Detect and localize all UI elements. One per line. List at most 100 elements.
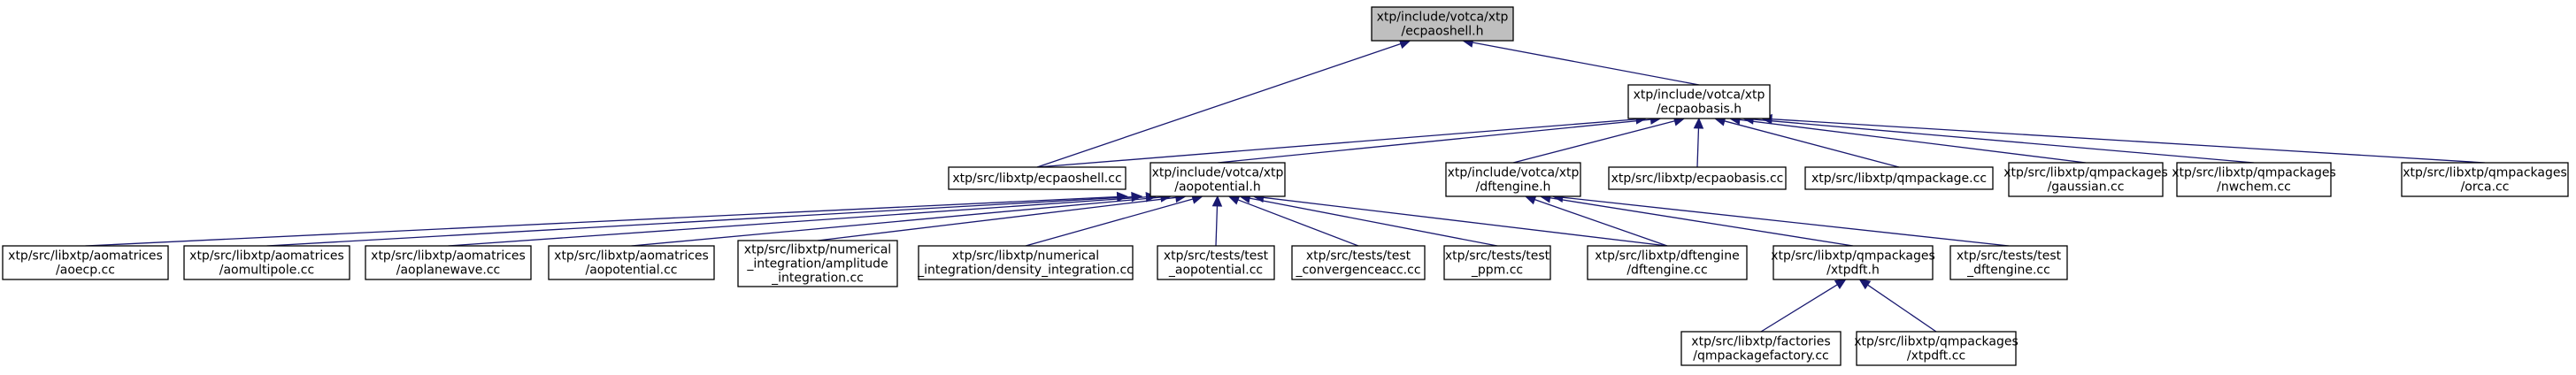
node-label-ecpaoshell_cc-line-0: xtp/src/libxtp/ecpaoshell.cc <box>952 172 1121 186</box>
node-label-ecpaoshell_h-line-1: /ecpaoshell.h <box>1402 25 1484 39</box>
node-label-test_convergenceacc_cc-line-0: xtp/src/tests/test <box>1306 249 1411 264</box>
node-label-ecpaobasis_cc-line-0: xtp/src/libxtp/ecpaobasis.cc <box>1611 172 1784 186</box>
node-label-aomultipole_cc-line-1: /aomultipole.cc <box>219 264 314 278</box>
node-box-aoecp_cc <box>2 245 169 280</box>
node-test_dftengine_cc[interactable]: xtp/src/tests/test_dftengine.cc <box>1949 245 2068 280</box>
node-box-ecpaobasis_h <box>1627 84 1771 119</box>
edge-aopotential_h-to-ecpaobasis_h <box>1217 119 1651 164</box>
node-orca_cc[interactable]: xtp/src/libxtp/qmpackages/orca.cc <box>2401 162 2569 197</box>
edge-gaussian_cc-to-ecpaobasis_h <box>1739 119 2087 164</box>
node-test_aopotential_cc[interactable]: xtp/src/tests/test_aopotential.cc <box>1157 245 1275 280</box>
node-label-xtpdft_h-line-1: /xtpdft.h <box>1826 264 1880 278</box>
node-amplitude_integration_cc[interactable]: xtp/src/libxtp/numerical_integration/amp… <box>737 240 898 287</box>
node-dftengine_h[interactable]: xtp/include/votca/xtp/dftengine.h <box>1445 162 1581 197</box>
node-ecpaobasis_cc[interactable]: xtp/src/libxtp/ecpaobasis.cc <box>1608 166 1787 190</box>
node-test_ppm_cc[interactable]: xtp/src/tests/test_ppm.cc <box>1443 245 1551 280</box>
node-box-qmpackage_cc <box>1804 166 1994 190</box>
node-box-aoplanewave_cc <box>365 245 532 280</box>
node-label-qmpackagefactory_cc-line-0: xtp/src/libxtp/factories <box>1691 335 1830 349</box>
edge-aoecp_cc-to-aopotential_h <box>85 195 1118 247</box>
arrowhead-qmpackagefactory_cc-to-xtpdft_h <box>1834 279 1847 289</box>
node-qmpackagefactory_cc[interactable]: xtp/src/libxtp/factories/qmpackagefactor… <box>1680 331 1842 366</box>
node-aopotential_h[interactable]: xtp/include/votca/xtp/aopotential.h <box>1150 162 1286 197</box>
edge-amplitude_integration_cc-to-aopotential_h <box>817 196 1176 241</box>
node-aopotential_cc[interactable]: xtp/src/libxtp/aomatrices/aopotential.cc <box>548 245 715 280</box>
node-label-amplitude_integration_cc-line-2: _integration.cc <box>771 272 864 286</box>
node-label-test_aopotential_cc-line-0: xtp/src/tests/test <box>1164 249 1269 264</box>
node-label-aoecp_cc-line-1: /aoecp.cc <box>56 264 115 278</box>
node-aoplanewave_cc[interactable]: xtp/src/libxtp/aomatrices/aoplanewave.cc <box>365 245 532 280</box>
edge-qmpackagefactory_cc-to-xtpdft_h <box>1760 284 1838 333</box>
edge-dftengine_h-to-ecpaobasis_h <box>1512 120 1675 164</box>
node-ecpaoshell_h[interactable]: xtp/include/votca/xtp/ecpaoshell.h <box>1371 6 1514 42</box>
edge-orca_cc-to-ecpaobasis_h <box>1771 119 2486 164</box>
node-label-gaussian_cc-line-0: xtp/src/libxtp/qmpackages <box>2003 166 2168 180</box>
node-box-test_aopotential_cc <box>1157 245 1275 280</box>
node-label-aopotential_h-line-1: /aopotential.h <box>1174 180 1260 195</box>
node-dftengine_cc[interactable]: xtp/src/libxtp/dftengine/dftengine.cc <box>1587 245 1748 280</box>
node-label-aoplanewave_cc-line-1: /aoplanewave.cc <box>396 264 500 278</box>
node-gaussian_cc[interactable]: xtp/src/libxtp/qmpackages/gaussian.cc <box>2003 162 2168 197</box>
edge-test_ppm_cc-to-aopotential_h <box>1249 197 1498 247</box>
node-label-aoplanewave_cc-line-0: xtp/src/libxtp/aomatrices <box>371 249 526 264</box>
node-box-orca_cc <box>2401 162 2569 197</box>
node-label-aopotential_cc-line-1: /aopotential.cc <box>586 264 678 278</box>
edge-test_aopotential_cc-to-aopotential_h <box>1215 205 1219 247</box>
node-label-nwchem_cc-line-1: /nwchem.cc <box>2217 180 2291 195</box>
node-label-test_ppm_cc-line-0: xtp/src/tests/test <box>1445 249 1550 264</box>
node-box-qmpackagefactory_cc <box>1680 331 1842 366</box>
node-label-ecpaoshell_h-line-0: xtp/include/votca/xtp <box>1377 11 1509 25</box>
node-label-test_aopotential_cc-line-1: _aopotential.cc <box>1168 264 1263 278</box>
edge-test_dftengine_cc-to-dftengine_h <box>1562 196 2010 247</box>
node-aomultipole_cc[interactable]: xtp/src/libxtp/aomatrices/aomultipole.cc <box>183 245 350 280</box>
arrowhead-test_aopotential_cc-to-aopotential_h <box>1211 195 1223 207</box>
edge-nwchem_cc-to-ecpaobasis_h <box>1753 119 2255 164</box>
node-label-density_integration_cc-line-1: _integration/density_integration.cc <box>917 264 1134 278</box>
edge-layer <box>85 37 2486 333</box>
node-box-ecpaoshell_h <box>1371 6 1514 42</box>
node-box-dftengine_cc <box>1587 245 1748 280</box>
edge-aoplanewave_cc-to-aopotential_h <box>448 196 1147 247</box>
node-box-dftengine_h <box>1445 162 1581 197</box>
node-label-test_dftengine_cc-line-0: xtp/src/tests/test <box>1957 249 2062 264</box>
node-box-ecpaoshell_cc <box>948 166 1127 190</box>
node-box-test_convergenceacc_cc <box>1291 245 1426 280</box>
node-xtpdft_h[interactable]: xtp/src/libxtp/qmpackages/xtpdft.h <box>1771 245 1935 280</box>
node-box-ecpaobasis_cc <box>1608 166 1787 190</box>
node-box-nwchem_cc <box>2176 162 2332 197</box>
node-box-aopotential_cc <box>548 245 715 280</box>
node-label-density_integration_cc-line-0: xtp/src/libxtp/numerical <box>952 249 1099 264</box>
node-box-xtpdft_h <box>1772 245 1934 280</box>
node-label-aoecp_cc-line-0: xtp/src/libxtp/aomatrices <box>8 249 163 264</box>
node-nwchem_cc[interactable]: xtp/src/libxtp/qmpackages/nwchem.cc <box>2172 162 2336 197</box>
node-ecpaoshell_cc[interactable]: xtp/src/libxtp/ecpaoshell.cc <box>948 166 1127 190</box>
node-label-xtpdft_cc-line-0: xtp/src/libxtp/qmpackages <box>1854 335 2019 349</box>
node-aoecp_cc[interactable]: xtp/src/libxtp/aomatrices/aoecp.cc <box>2 245 169 280</box>
edge-ecpaoshell_cc-to-ecpaobasis_h <box>1036 119 1637 168</box>
node-label-xtpdft_cc-line-1: /xtpdft.cc <box>1907 349 1965 364</box>
node-label-test_ppm_cc-line-1: _ppm.cc <box>1471 264 1523 278</box>
node-label-dftengine_cc-line-0: xtp/src/libxtp/dftengine <box>1595 249 1739 264</box>
node-box-aopotential_h <box>1150 162 1286 197</box>
edge-aopotential_cc-to-aopotential_h <box>631 196 1162 247</box>
arrowhead-ecpaobasis_cc-to-ecpaobasis_h <box>1693 117 1704 129</box>
node-box-test_dftengine_cc <box>1949 245 2068 280</box>
node-box-gaussian_cc <box>2008 162 2164 197</box>
node-label-dftengine_cc-line-1: /dftengine.cc <box>1626 264 1707 278</box>
node-test_convergenceacc_cc[interactable]: xtp/src/tests/test_convergenceacc.cc <box>1291 245 1426 280</box>
node-label-xtpdft_h-line-0: xtp/src/libxtp/qmpackages <box>1771 249 1935 264</box>
node-layer: xtp/include/votca/xtp/ecpaoshell.hxtp/in… <box>2 6 2569 366</box>
node-density_integration_cc[interactable]: xtp/src/libxtp/numerical_integration/den… <box>917 245 1134 280</box>
edge-test_convergenceacc_cc-to-aopotential_h <box>1237 199 1359 247</box>
edge-aomultipole_cc-to-aopotential_h <box>266 195 1133 247</box>
node-ecpaobasis_h[interactable]: xtp/include/votca/xtp/ecpaobasis.h <box>1627 84 1771 119</box>
edge-xtpdft_cc-to-xtpdft_h <box>1867 284 1937 333</box>
node-label-nwchem_cc-line-0: xtp/src/libxtp/qmpackages <box>2172 166 2336 180</box>
arrowhead-test_convergenceacc_cc-to-aopotential_h <box>1227 195 1241 205</box>
node-label-aomultipole_cc-line-0: xtp/src/libxtp/aomatrices <box>189 249 344 264</box>
node-label-gaussian_cc-line-1: /gaussian.cc <box>2048 180 2125 195</box>
node-box-test_ppm_cc <box>1443 245 1551 280</box>
node-qmpackage_cc[interactable]: xtp/src/libxtp/qmpackage.cc <box>1804 166 1994 190</box>
node-label-amplitude_integration_cc-line-1: _integration/amplitude <box>746 257 888 272</box>
node-xtpdft_cc[interactable]: xtp/src/libxtp/qmpackages/xtpdft.cc <box>1854 331 2019 366</box>
